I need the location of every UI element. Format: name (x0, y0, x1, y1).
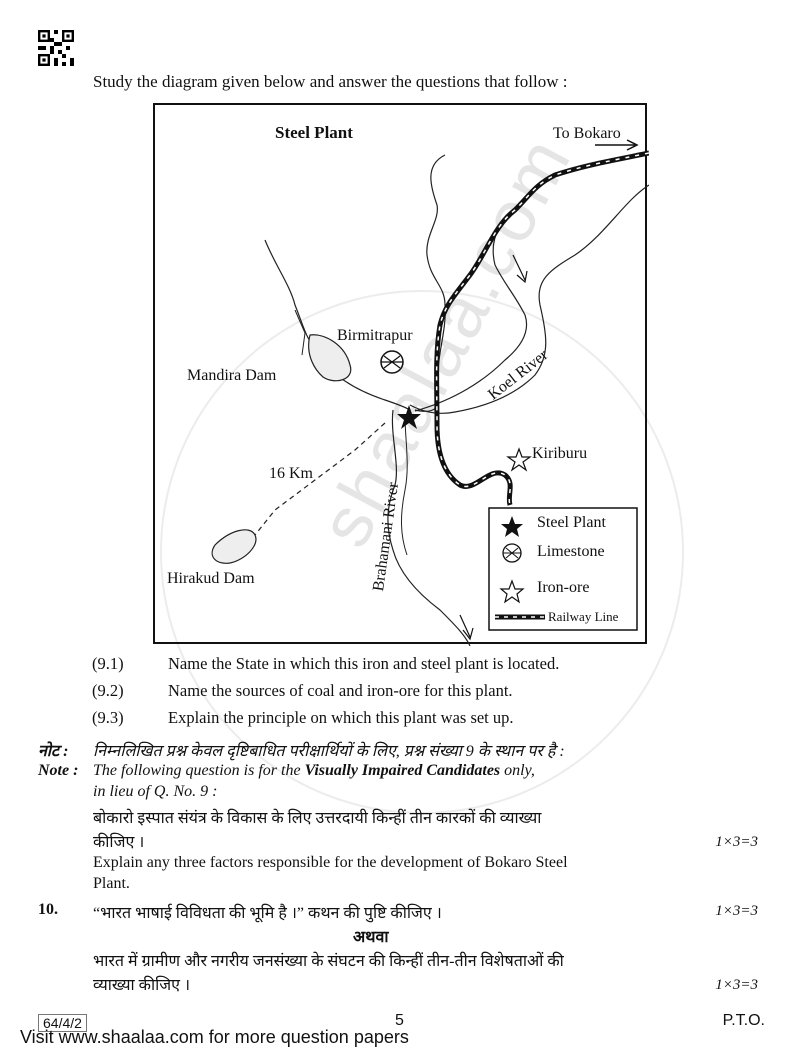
to-bokaro-label: To Bokaro (553, 125, 621, 142)
mandira-dam-shape (308, 334, 352, 382)
q9-1-text: Name the State in which this iron and st… (168, 654, 560, 673)
river-north (414, 154, 446, 412)
legend-railway: Railway Line (548, 609, 619, 624)
distance-label: 16 Km (269, 465, 313, 482)
q9-2-num: (9.2) (92, 681, 124, 700)
note-english-label: Note : (38, 762, 79, 779)
note-english-line2: in lieu of Q. No. 9 : (93, 783, 218, 800)
note-hindi-text: निम्नलिखित प्रश्न केवल दृष्टिबाधित परीक्… (93, 743, 565, 760)
watermark-circle (160, 290, 684, 814)
q10-alt-marks: 1×3=3 (715, 977, 758, 993)
kiriburu-label: Kiriburu (532, 445, 588, 462)
page-number: 5 (395, 1012, 404, 1029)
hirakud-dam-label: Hirakud Dam (167, 570, 255, 587)
limestone-icon (380, 350, 404, 374)
legend-limestone: Limestone (537, 543, 605, 560)
arrow-bokaro-icon (595, 139, 639, 151)
qr-code-icon (38, 30, 74, 66)
steel-plant-star-icon (397, 405, 421, 429)
iron-ore-star-icon (506, 447, 532, 472)
vi-question-hindi-1: बोकारो इस्पात संयंत्र के विकास के लिए उत… (93, 810, 542, 827)
note-hindi-label: नोट : (38, 743, 69, 760)
visit-link[interactable]: Visit www.shaalaa.com for more question … (20, 1027, 409, 1047)
q10-text: “भारत भाषाई विविधता की भूमि है ।” कथन की… (93, 905, 442, 922)
koel-river (414, 209, 528, 412)
birmitrapur-label: Birmitrapur (337, 327, 413, 344)
distance-line (254, 422, 386, 536)
vi-question-hindi-2: कीजिए । (93, 834, 145, 851)
steel-plant-map: Steel Plant To Bokaro Birmitrapur Mandir… (153, 103, 649, 646)
q10-or: अथवा (353, 929, 389, 946)
q10-alt-2: व्याख्या कीजिए । (93, 977, 191, 994)
arrow-koel-icon (512, 254, 528, 284)
map-title: Steel Plant (275, 123, 353, 142)
brahamani-river (387, 409, 471, 646)
intro-text: Study the diagram given below and answer… (93, 72, 568, 91)
q9-3-text: Explain the principle on which this plan… (168, 708, 514, 727)
legend-iron-ore: Iron-ore (537, 579, 590, 596)
vi-question-english-2: Plant. (93, 875, 130, 892)
mandira-dam-label: Mandira Dam (187, 367, 277, 384)
river-west (264, 239, 411, 411)
paper-code: 64/4/2 (38, 1014, 87, 1032)
q9-2-text: Name the sources of coal and iron-ore fo… (168, 681, 513, 700)
hirakud-dam-shape (211, 529, 257, 564)
legend-limestone-icon (502, 543, 522, 563)
vi-question-english-1: Explain any three factors responsible fo… (93, 854, 568, 871)
legend-steel-plant: Steel Plant (537, 514, 606, 531)
vi-marks: 1×3=3 (715, 834, 758, 850)
pto-label: P.T.O. (722, 1012, 765, 1029)
q10-marks: 1×3=3 (715, 903, 758, 919)
legend-iron-star-icon (499, 579, 525, 604)
q9-3-num: (9.3) (92, 708, 124, 727)
q10-alt-1: भारत में ग्रामीण और नगरीय जनसंख्या के सं… (93, 953, 564, 970)
q9-1-num: (9.1) (92, 654, 124, 673)
arrow-south-icon (459, 614, 474, 641)
river-east (409, 184, 649, 414)
note-english-text: The following question is for the Visual… (93, 762, 535, 779)
legend-steel-star-icon (501, 516, 523, 537)
q10-num: 10. (38, 901, 58, 918)
